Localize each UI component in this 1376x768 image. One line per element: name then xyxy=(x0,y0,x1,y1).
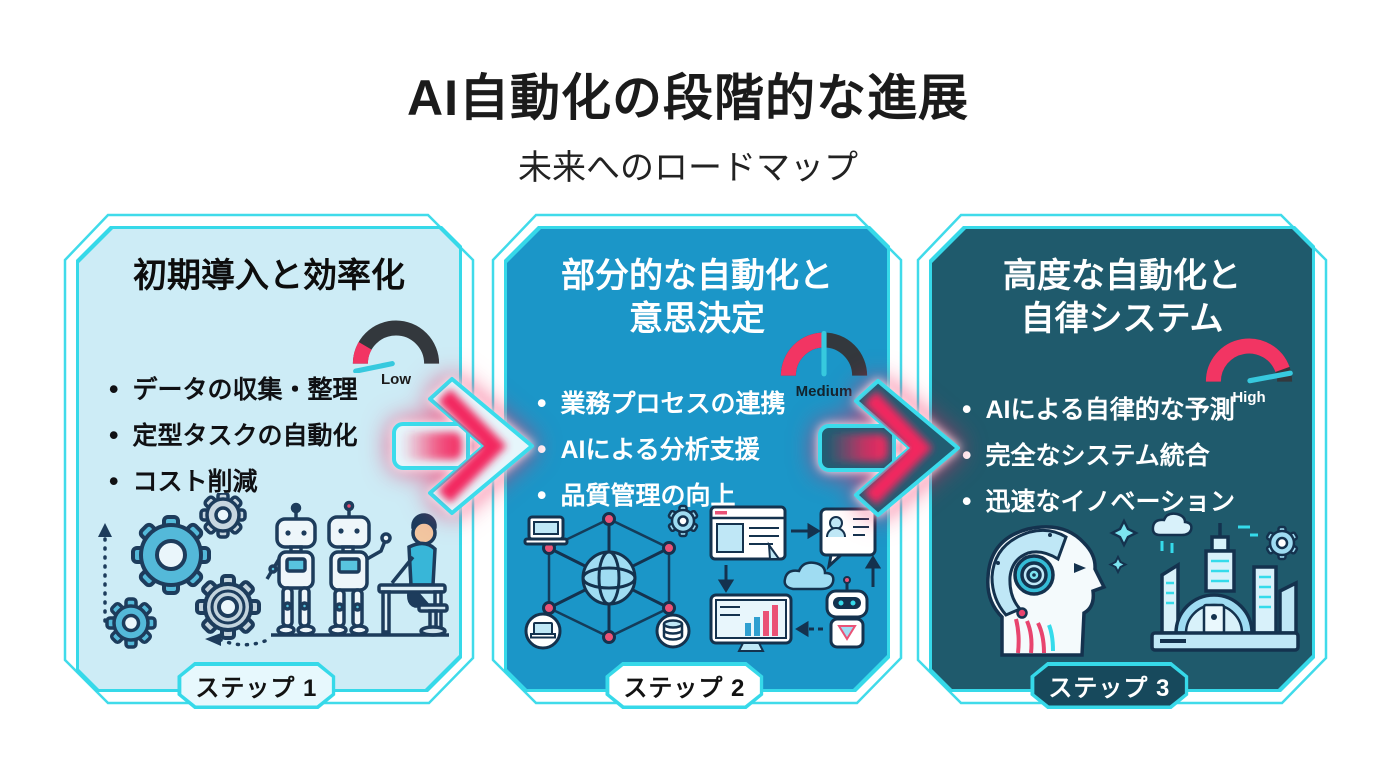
bullet-item: 業務プロセスの連携 xyxy=(537,381,785,427)
page-subtitle: 未来へのロードマップ xyxy=(518,149,858,187)
gauge-dial-icon xyxy=(777,325,871,385)
transition-arrow-2-icon xyxy=(818,379,960,517)
card-title: 高度な自動化と自律システム xyxy=(1003,257,1241,338)
bullet-list: データの収集・整理 定型タスクの自動化 コスト削減 xyxy=(109,367,357,505)
bullet-item: 迅速なイノベーション xyxy=(962,479,1235,525)
step-badge-3: ステップ 3 xyxy=(1030,662,1188,709)
card-title: 初期導入と効率化 xyxy=(133,257,405,295)
gauge-label: Low xyxy=(381,371,411,388)
network-analytics-robot-illustration xyxy=(519,503,881,655)
step-badge-1: ステップ 1 xyxy=(177,662,335,709)
gauge-label: High xyxy=(1232,389,1266,406)
bullet-list: 業務プロセスの連携 AIによる分析支援 品質管理の向上 xyxy=(537,381,785,519)
transition-arrow-1-icon xyxy=(392,377,534,515)
bullet-list: AIによる自律的な予測 完全なシステム統合 迅速なイノベーション xyxy=(962,387,1235,525)
page-title: AI自動化の段階的な進展 xyxy=(407,70,969,126)
bullet-item: 定型タスクの自動化 xyxy=(109,413,357,459)
bullet-item: 完全なシステム統合 xyxy=(962,433,1235,479)
bullet-item: コスト削減 xyxy=(109,459,357,505)
bullet-item: AIによる分析支援 xyxy=(537,427,785,473)
gauge-label: Medium xyxy=(795,383,853,400)
gauge-dial-icon xyxy=(349,313,443,373)
ai-head-futuristic-city-illustration xyxy=(944,505,1306,659)
progress-gauge-high: High xyxy=(1202,331,1296,406)
bullet-item: 品質管理の向上 xyxy=(537,473,785,519)
bullet-item: AIによる自律的な予測 xyxy=(962,387,1235,433)
gears-robots-worker-illustration xyxy=(91,493,453,661)
progress-gauge-medium: Medium xyxy=(777,325,871,400)
card-title: 部分的な自動化と意思決定 xyxy=(561,257,833,338)
progress-gauge-low: Low xyxy=(349,313,443,388)
step-badge-2: ステップ 2 xyxy=(605,662,763,709)
gauge-dial-icon xyxy=(1202,331,1296,391)
bullet-item: データの収集・整理 xyxy=(109,367,357,413)
